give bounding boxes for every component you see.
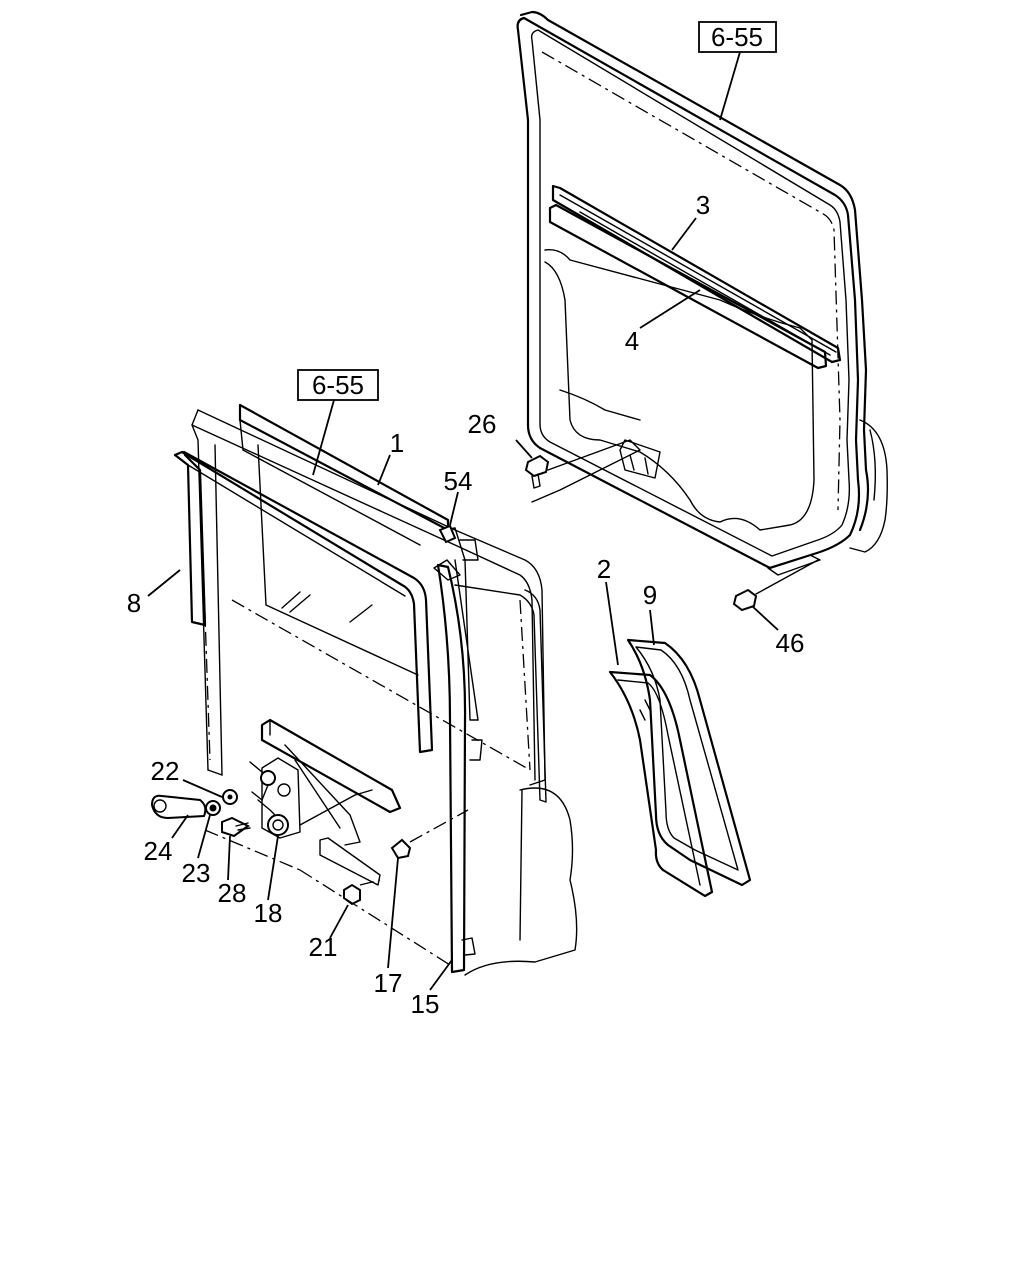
leader-lines: [147, 217, 779, 991]
quarter-glass-parts: [608, 638, 752, 898]
door-panel-assembly: [516, 10, 888, 576]
callout-9: 9: [643, 580, 657, 610]
callout-23: 23: [182, 858, 211, 888]
callout-21: 21: [309, 932, 338, 962]
callout-3: 3: [696, 190, 710, 220]
handle-24: [150, 794, 207, 820]
callout-28: 28: [218, 878, 247, 908]
reference-top-text: 6-55: [711, 22, 763, 52]
reference-box-mid: 6-55: [297, 369, 379, 401]
clip-54: [438, 524, 457, 544]
callout-4: 4: [625, 326, 639, 356]
callout-46: 46: [776, 628, 805, 658]
nut-21: [343, 883, 361, 906]
callout-2: 2: [597, 554, 611, 584]
callout-labels: 3 4 1 54 26 8 2 9 46 22 24 23 28 18 21 1…: [127, 190, 805, 1019]
callout-17: 17: [374, 968, 403, 998]
reference-mid-text: 6-55: [312, 370, 364, 400]
callout-15: 15: [411, 989, 440, 1019]
reference-box-top: 6-55: [698, 21, 777, 53]
callout-22: 22: [151, 756, 180, 786]
screw-28: [221, 816, 250, 838]
clip-26: [524, 454, 550, 489]
clip-46: [732, 588, 758, 612]
front-door-assembly: [150, 403, 578, 976]
bolt-17: [390, 838, 412, 860]
callout-18: 18: [254, 898, 283, 928]
callout-24: 24: [144, 836, 173, 866]
callout-54: 54: [444, 466, 473, 496]
callout-8: 8: [127, 588, 141, 618]
callout-1: 1: [390, 428, 404, 458]
callout-26: 26: [468, 409, 497, 439]
